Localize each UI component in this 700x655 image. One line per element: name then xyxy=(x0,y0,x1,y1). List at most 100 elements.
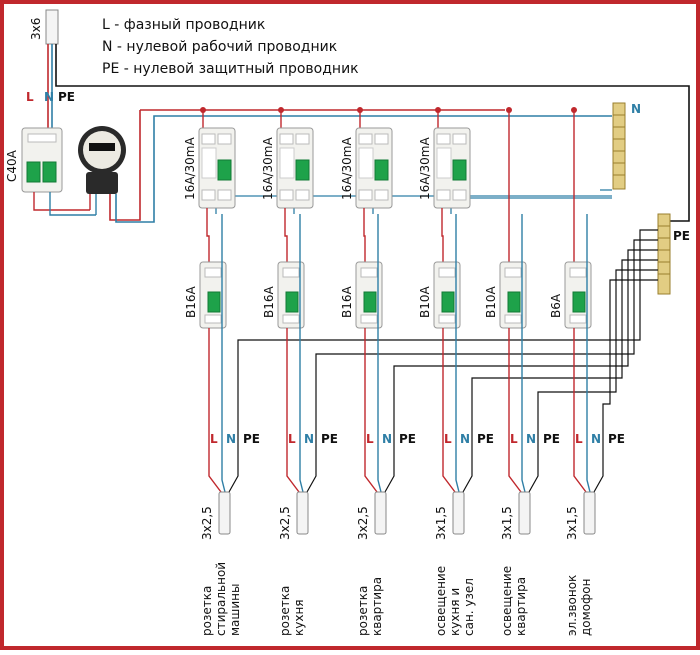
conductor-label-n: N xyxy=(591,432,601,446)
conductor-label-n: N xyxy=(226,432,236,446)
phase-junction xyxy=(200,107,206,113)
cable-sleeve xyxy=(518,491,531,535)
outgoing-phase-wire xyxy=(364,328,378,493)
breaker-toggle xyxy=(363,291,377,313)
phase-junction xyxy=(357,107,363,113)
circuit-name-line: квартира xyxy=(370,577,384,636)
rcd-toggle xyxy=(374,159,389,181)
conductor-label-n: N xyxy=(526,432,536,446)
neutral-busbar xyxy=(612,102,626,190)
neutral-bus-label: N xyxy=(631,102,641,116)
outgoing-earth-wire xyxy=(528,269,658,493)
conductor-label-pe: PE xyxy=(321,432,338,446)
cable-label: 3x2,5 xyxy=(278,506,292,540)
neutral-feed xyxy=(115,115,612,223)
outgoing-earth-wire xyxy=(384,249,658,493)
rcd-toggle xyxy=(295,159,310,181)
rcd-4: 16A/30mA xyxy=(418,107,471,209)
phase-junction xyxy=(435,107,441,113)
circuit-name-line: машины xyxy=(228,583,242,636)
cable-label: 3x1,5 xyxy=(500,506,514,540)
circuit-name-line: домофон xyxy=(579,579,593,636)
conductor-label-l: L xyxy=(288,432,296,446)
rcd-rating-label: 16A/30mA xyxy=(418,137,432,200)
phase-feed xyxy=(109,110,141,221)
rcd-rating-label: 16A/30mA xyxy=(183,137,197,200)
conductor-label-n: N xyxy=(382,432,392,446)
rcd-to-breaker-phase xyxy=(206,208,210,262)
cable-sleeve xyxy=(374,491,387,535)
conductor-label-pe: PE xyxy=(477,432,494,446)
breaker-rating-label: B10A xyxy=(484,285,498,318)
phase-junction xyxy=(278,107,284,113)
breaker-toggle xyxy=(207,291,221,313)
rcd-rating-label: 16A/30mA xyxy=(261,137,275,200)
conductor-label-l: L xyxy=(444,432,452,446)
outgoing-earth-wire xyxy=(593,279,658,493)
breaker-rating-label: B16A xyxy=(262,285,276,318)
legend-n: N - нулевой рабочий проводник xyxy=(102,39,337,55)
phase-junction xyxy=(571,107,577,113)
cable-label: 3x2,5 xyxy=(356,506,370,540)
circuit-name-line: розетка xyxy=(200,586,214,636)
legend-l: L - фазный проводник xyxy=(102,17,265,33)
outgoing-phase-wire xyxy=(508,328,522,493)
main-breaker-toggle-2 xyxy=(42,161,57,183)
rcd-rating-label: 16A/30mA xyxy=(340,137,354,200)
outgoing-earth-wire xyxy=(462,259,658,493)
conductor-label-n: N xyxy=(304,432,314,446)
main-breaker xyxy=(21,127,63,193)
cable-sleeve xyxy=(296,491,309,535)
legend: L - фазный проводник N - нулевой рабочий… xyxy=(102,17,359,77)
breaker-toggle xyxy=(285,291,299,313)
rcd-toggle xyxy=(452,159,467,181)
rcd-1: 16A/30mA xyxy=(183,107,236,209)
cable-label: 3x2,5 xyxy=(200,506,214,540)
rcd-layer: 16A/30mA 16A/30mA 16A/30mA 16A/30mA xyxy=(183,107,471,209)
breaker-to-meter-neutral xyxy=(49,192,96,216)
earth-bus-label: PE xyxy=(673,229,690,243)
outgoing-neutral-wire xyxy=(586,214,591,493)
cable-sleeve xyxy=(218,491,231,535)
circuit-name-line: сан. узел xyxy=(462,578,476,636)
breaker-toggle xyxy=(441,291,455,313)
breaker-rating-label: B16A xyxy=(184,285,198,318)
rcd-to-breaker-phase xyxy=(363,208,366,262)
rcd-3: 16A/30mA xyxy=(340,107,393,209)
circuit-name-line: освещение xyxy=(500,566,514,636)
phase-junction xyxy=(506,107,512,113)
cable-sleeve xyxy=(583,491,596,535)
outgoing-phase-wire xyxy=(208,328,222,493)
circuit-name-line: квартира xyxy=(514,577,528,636)
outgoing-earth-wire xyxy=(306,239,658,493)
input-label-pe: PE xyxy=(58,90,75,104)
rcd-to-breaker-phase xyxy=(441,208,444,262)
outgoing-neutral-wire xyxy=(521,214,526,493)
cable-sleeve xyxy=(452,491,465,535)
circuit-name-line: кухня и xyxy=(448,588,462,636)
main-breaker-label: C40A xyxy=(5,149,19,182)
conductor-label-n: N xyxy=(460,432,470,446)
input-cable-label: 3x6 xyxy=(29,18,43,40)
input-earth-wire xyxy=(55,44,690,222)
outgoing-neutral-wire xyxy=(221,214,226,493)
cable-label: 3x1,5 xyxy=(434,506,448,540)
circuit-name-line: кухня xyxy=(292,599,306,636)
circuit-name-line: эл.звонок xyxy=(565,575,579,636)
conductor-label-pe: PE xyxy=(608,432,625,446)
cable-label: 3x1,5 xyxy=(565,506,579,540)
conductor-label-pe: PE xyxy=(399,432,416,446)
breaker-rating-label: B10A xyxy=(418,285,432,318)
earth-busbar xyxy=(657,213,671,295)
conductor-label-l: L xyxy=(575,432,583,446)
rcd-2: 16A/30mA xyxy=(261,107,314,209)
rcd-toggle xyxy=(217,159,232,181)
